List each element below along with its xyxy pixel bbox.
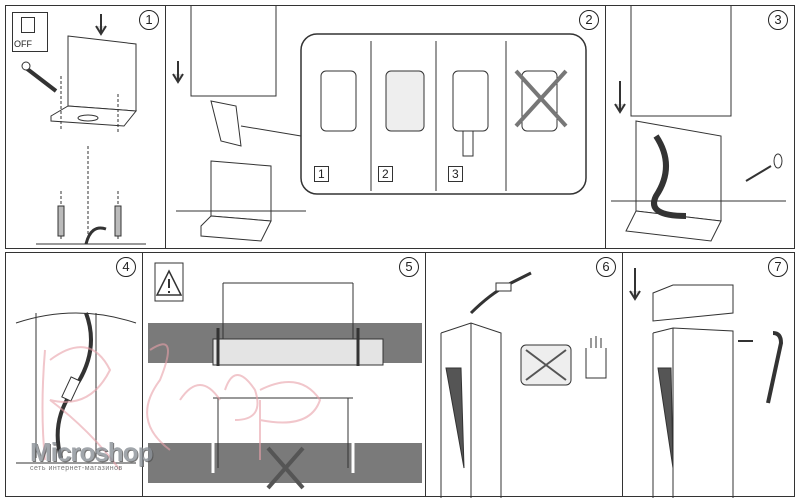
microshop-watermark: Microshop [30,437,153,467]
ground-installation-drawing [148,262,422,490]
junction-box-drawing [172,6,587,242]
step-6-panel: 6 [425,252,623,498]
option-2-label: 2 [378,166,393,182]
option-3-label: 3 [448,166,463,182]
step-number: 1 [139,10,159,30]
bracket-mounting-drawing [21,14,146,245]
wire-connection-drawing [440,271,607,498]
step-number: 3 [768,10,788,30]
step-3-panel: 3 [605,5,795,249]
off-label: OFF [14,39,32,49]
microshop-tagline: сеть интернет-магазинов [30,465,123,472]
step-number: 4 [116,257,136,277]
step-number: 2 [579,10,599,30]
fixture-placement-drawing [611,6,786,242]
step-number: 5 [399,257,419,277]
step-7-panel: 7 [622,252,795,498]
power-switch-icon: OFF [12,12,48,52]
step-1-panel: 1 OFF [5,5,166,249]
step-5-panel: 5 [142,252,426,497]
cover-fixing-drawing [629,268,784,498]
step-number: 6 [596,257,616,277]
option-1-label: 1 [314,166,329,182]
step-2-panel: 2 1 2 3 [165,5,606,249]
step-number: 7 [768,257,788,277]
